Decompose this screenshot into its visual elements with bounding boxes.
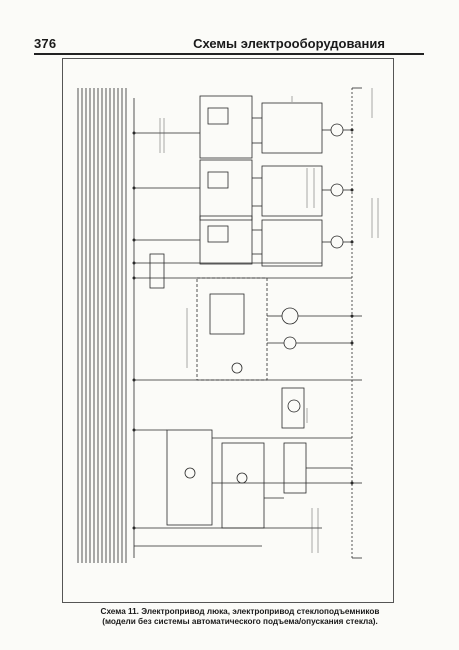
running-title: Схемы электрооборудования [193, 36, 385, 51]
figure-caption: Схема 11. Электропривод люка, электропри… [100, 607, 380, 627]
switch-block [134, 387, 352, 547]
window-motor-block-1 [134, 95, 352, 159]
header-rule [34, 53, 424, 55]
window-motor-block-3 [134, 215, 352, 267]
caption-line-1: Схема 11. Электропривод люка, электропри… [100, 607, 380, 616]
diagram-frame [62, 58, 394, 603]
caption-line-2: (модели без системы автоматического подъ… [102, 617, 378, 626]
sunroof-block [134, 277, 352, 381]
page-header: 376 Схемы электрооборудования [34, 36, 424, 52]
wiring-diagram [77, 87, 379, 563]
page-number: 376 [34, 36, 57, 51]
window-motor-block-2 [134, 159, 352, 221]
bus-wires [77, 88, 135, 563]
